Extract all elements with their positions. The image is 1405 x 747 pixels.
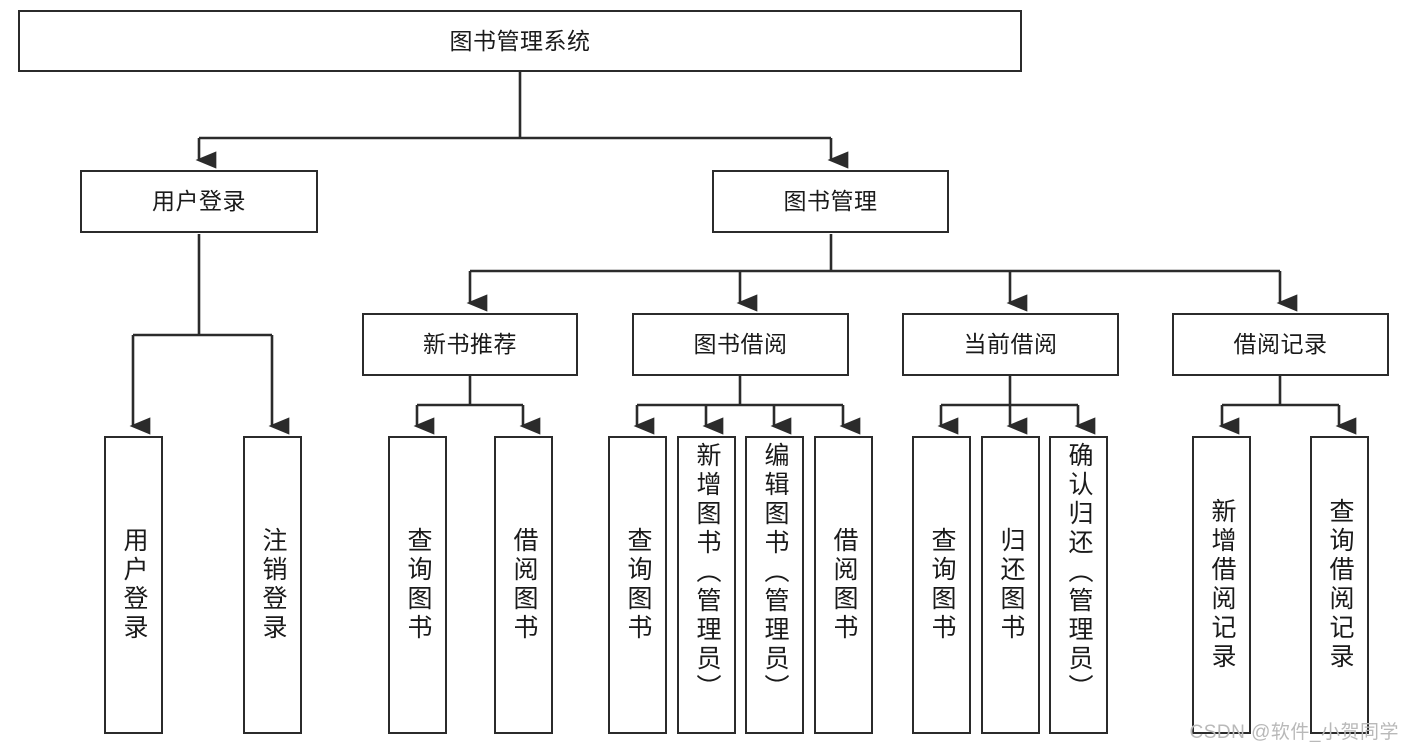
node-book-borrow[interactable]: 图书借阅 xyxy=(632,313,849,376)
node-label: 确认归还（管理员） xyxy=(1065,442,1093,703)
leaf-add-book-admin[interactable]: 新增图书（管理员） xyxy=(677,436,736,734)
leaf-query-book-current[interactable]: 查询图书 xyxy=(912,436,971,734)
node-label: 新增图书（管理员） xyxy=(693,442,721,703)
node-label: 新书推荐 xyxy=(423,331,517,357)
node-label: 借阅图书 xyxy=(830,527,858,643)
node-label: 当前借阅 xyxy=(963,331,1058,357)
node-current-borrow[interactable]: 当前借阅 xyxy=(902,313,1119,376)
leaf-add-borrow-record[interactable]: 新增借阅记录 xyxy=(1192,436,1251,734)
node-label: 图书借阅 xyxy=(693,331,788,357)
node-label: 注销登录 xyxy=(259,527,287,643)
node-label: 新增借阅记录 xyxy=(1208,498,1236,672)
node-label: 归还图书 xyxy=(997,527,1025,643)
node-root-system[interactable]: 图书管理系统 xyxy=(18,10,1022,72)
node-book-management[interactable]: 图书管理 xyxy=(712,170,949,233)
node-label: 查询图书 xyxy=(404,527,432,643)
leaf-query-book-borrow[interactable]: 查询图书 xyxy=(608,436,667,734)
node-label: 查询图书 xyxy=(928,527,956,643)
leaf-query-book-recommend[interactable]: 查询图书 xyxy=(388,436,447,734)
leaf-return-book[interactable]: 归还图书 xyxy=(981,436,1040,734)
leaf-user-login[interactable]: 用户登录 xyxy=(104,436,163,734)
node-label: 借阅记录 xyxy=(1233,331,1328,357)
leaf-query-borrow-record[interactable]: 查询借阅记录 xyxy=(1310,436,1369,734)
node-label: 编辑图书（管理员） xyxy=(761,442,789,703)
node-label: 查询借阅记录 xyxy=(1326,498,1354,672)
watermark: CSDN @软件_小贺同学 xyxy=(1189,722,1399,743)
leaf-edit-book-admin[interactable]: 编辑图书（管理员） xyxy=(745,436,804,734)
node-label: 用户登录 xyxy=(152,188,246,214)
node-label: 图书管理 xyxy=(783,188,878,214)
leaf-borrow-book-recommend[interactable]: 借阅图书 xyxy=(494,436,553,734)
node-label: 借阅图书 xyxy=(510,527,538,643)
leaf-borrow-book[interactable]: 借阅图书 xyxy=(814,436,873,734)
leaf-confirm-return-admin[interactable]: 确认归还（管理员） xyxy=(1049,436,1108,734)
node-label: 查询图书 xyxy=(624,527,652,643)
node-new-book-recommend[interactable]: 新书推荐 xyxy=(362,313,578,376)
leaf-logout[interactable]: 注销登录 xyxy=(243,436,302,734)
node-user-login[interactable]: 用户登录 xyxy=(80,170,318,233)
node-label: 用户登录 xyxy=(120,527,148,643)
node-borrow-records[interactable]: 借阅记录 xyxy=(1172,313,1389,376)
node-label: 图书管理系统 xyxy=(449,27,591,54)
